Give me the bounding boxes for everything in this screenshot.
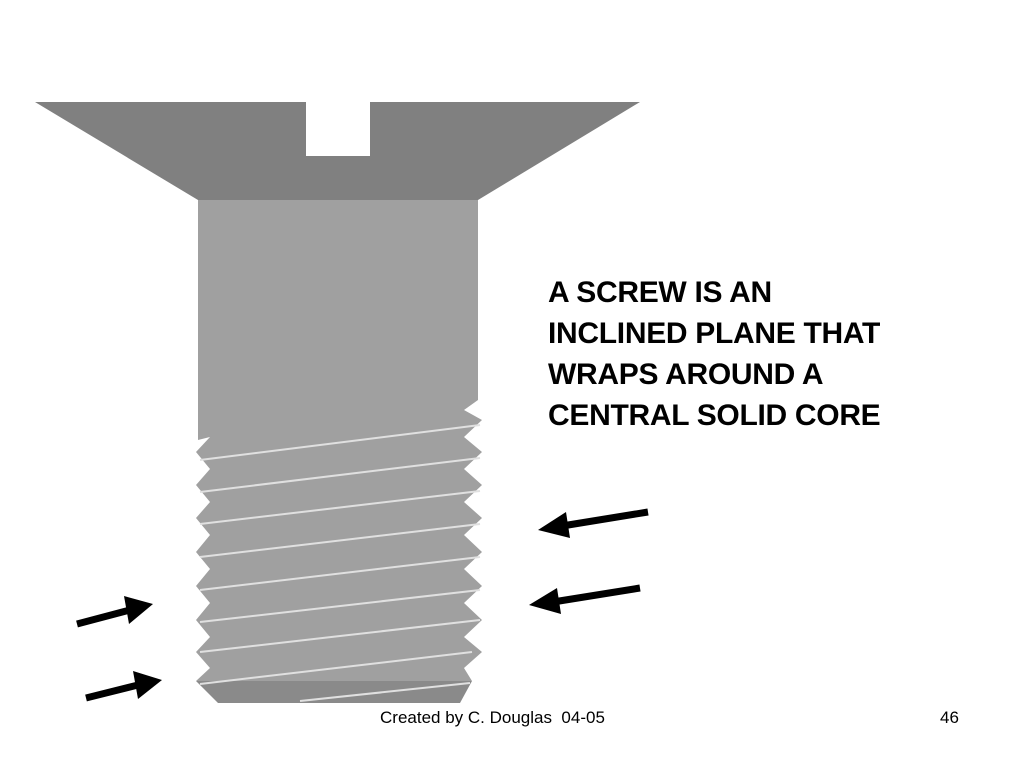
- thread-line: [199, 619, 481, 653]
- arrow-right-icon: [76, 596, 153, 628]
- thread-line: [199, 556, 481, 591]
- screw-shank: [196, 200, 482, 681]
- arrow-left-icon: [538, 508, 649, 538]
- screw-tip: [196, 681, 472, 703]
- thread-line: [199, 589, 481, 623]
- thread-lines: [199, 424, 481, 702]
- caption-line: A SCREW IS AN: [548, 276, 772, 309]
- thread-line: [199, 457, 481, 493]
- thread-line: [199, 651, 473, 685]
- thread-line: [199, 424, 481, 461]
- slide-caption: A SCREW IS AN INCLINED PLANE THAT WRAPS …: [548, 272, 968, 436]
- thread-line: [199, 523, 481, 558]
- thread-line: [299, 682, 471, 702]
- caption-line: WRAPS AROUND A: [548, 358, 824, 391]
- thread-line: [199, 490, 481, 525]
- arrow-left-icon: [529, 584, 641, 614]
- caption-line: CENTRAL SOLID CORE: [548, 399, 881, 432]
- screw-head: [35, 102, 640, 200]
- caption-line: INCLINED PLANE THAT: [548, 317, 881, 350]
- footer-credit: Created by C. Douglas 04-05: [380, 708, 605, 727]
- arrow-right-icon: [85, 671, 162, 702]
- slide-number: 46: [940, 708, 959, 727]
